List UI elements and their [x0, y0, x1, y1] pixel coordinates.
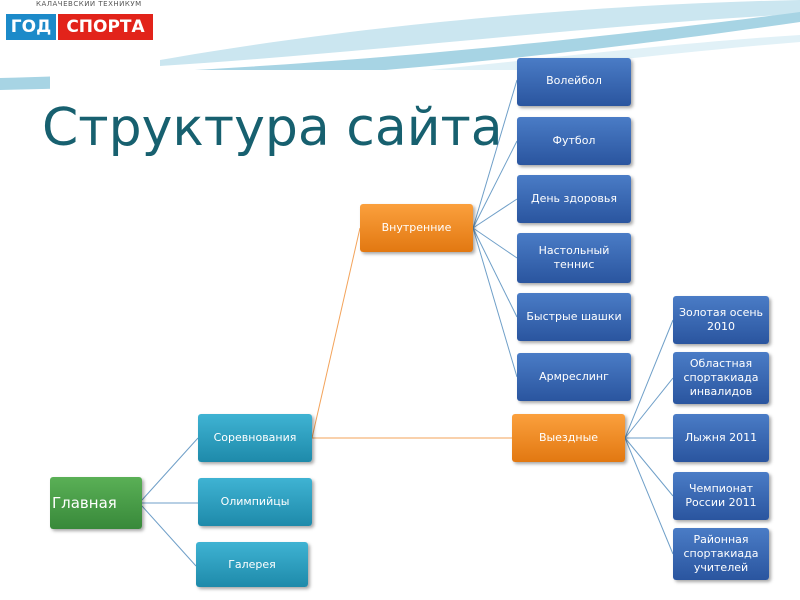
node-russia-championship[interactable]: Чемпионат России 2011	[673, 472, 769, 520]
connector-competitions-internal	[311, 227, 361, 439]
slide-title: Структура сайта	[42, 98, 503, 158]
node-volleyball[interactable]: Волейбол	[517, 58, 631, 106]
node-internal[interactable]: Внутренние	[360, 204, 473, 252]
connector-internal-checkers	[472, 227, 518, 318]
node-regional-games-disabled[interactable]: Областная спортакиада инвалидов	[673, 352, 769, 404]
node-table-tennis[interactable]: Настольный теннис	[517, 233, 631, 283]
connector-root-competitions	[141, 437, 199, 501]
logo-word-god: ГОД	[6, 14, 56, 40]
connector-external-regional-games	[624, 377, 674, 439]
node-competitions[interactable]: Соревнования	[198, 414, 312, 462]
connector-external-teachers-games	[624, 437, 674, 555]
logo-subtitle: КАЛАЧЕВСКИЙ ТЕХНИКУМ	[36, 0, 142, 8]
node-golden-autumn[interactable]: Золотая осень 2010	[673, 296, 769, 344]
logo: КАЛАЧЕВСКИЙ ТЕХНИКУМ ГОД СПОРТА	[6, 0, 156, 44]
node-olympians[interactable]: Олимпийцы	[198, 478, 312, 526]
node-quick-checkers[interactable]: Быстрые шашки	[517, 293, 631, 341]
connector-internal-table-tennis	[472, 227, 518, 259]
connector-root-gallery	[141, 505, 197, 567]
node-root-main[interactable]: Главная	[50, 477, 142, 529]
node-armwrestling[interactable]: Армреслинг	[517, 353, 631, 401]
connector-internal-armwrestling	[472, 227, 518, 378]
connector-external-championship	[624, 437, 674, 497]
connector-internal-health-day	[472, 198, 518, 229]
node-football[interactable]: Футбол	[517, 117, 631, 165]
node-gallery[interactable]: Галерея	[196, 542, 308, 587]
connector-internal-volleyball	[472, 79, 518, 229]
node-external[interactable]: Выездные	[512, 414, 625, 462]
connector-internal-football	[472, 140, 518, 229]
connector-external-golden-autumn	[624, 319, 674, 439]
node-teachers-games[interactable]: Районная спортакиада учителей	[673, 528, 769, 580]
node-health-day[interactable]: День здоровья	[517, 175, 631, 223]
node-ski-track[interactable]: Лыжня 2011	[673, 414, 769, 462]
logo-word-sport: СПОРТА	[58, 14, 153, 40]
